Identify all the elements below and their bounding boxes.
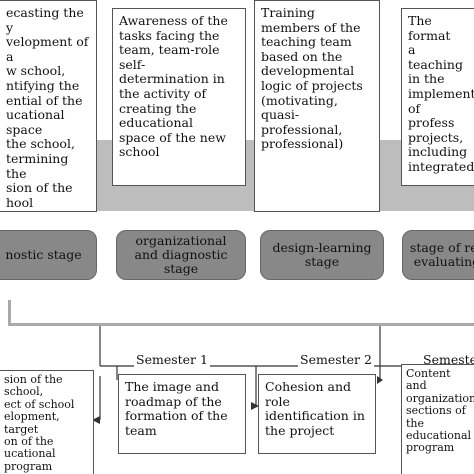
bottom-box-4: Content and organizational sections of t…	[401, 364, 474, 474]
bottom-box-2: The image and roadmap of the formation o…	[118, 374, 246, 454]
semester-2-label: Semester 2	[298, 352, 374, 367]
top-box-1: ecasting the y velopment of a w school, …	[0, 0, 97, 212]
stage-design-learning: design-learning stage	[260, 230, 384, 280]
bottom-box-3: Cohesion and role identification in the …	[258, 374, 376, 454]
stage-results-evaluating: stage of res evaluating	[402, 230, 474, 280]
stage-diagnostic: nostic stage	[0, 230, 97, 280]
semester-1-label: Semester 1	[134, 352, 210, 367]
stage-bracket	[8, 300, 474, 326]
top-box-4: The format a teaching in the implement o…	[401, 8, 474, 186]
bottom-box-1: sion of the school, ect of school elopme…	[0, 370, 94, 474]
top-box-2: Awareness of the tasks facing the team, …	[112, 8, 246, 186]
top-box-3: Training members of the teaching team ba…	[254, 0, 380, 212]
semester-3-label: Semester	[421, 352, 474, 367]
stage-organizational-diagnostic: organizational and diagnostic stage	[116, 230, 246, 280]
